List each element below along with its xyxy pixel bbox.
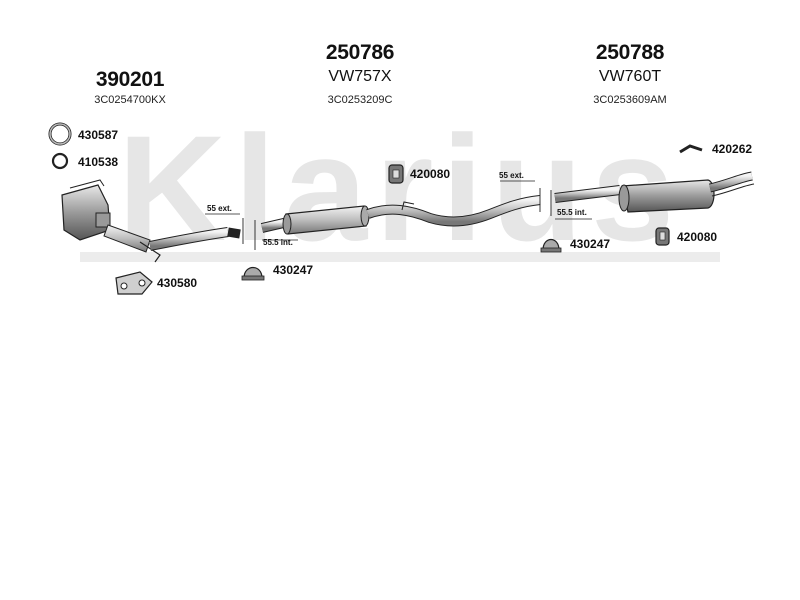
dim-int-front: 55.5 int. (263, 238, 293, 247)
mount-420080-front-icon (388, 164, 404, 184)
clamp-430587-icon (48, 122, 72, 146)
group-390201-oe: 3C0254700KX (94, 94, 166, 106)
group-code: 250788 (595, 41, 665, 64)
part-label-430580: 430580 (157, 276, 198, 290)
part-label-420080-front: 420080 (410, 167, 451, 181)
part-label-410538: 410538 (78, 155, 119, 169)
watermark-text: Klarius (118, 104, 683, 272)
mount-420080-rear-icon (655, 227, 670, 246)
part-label-420080-rear: 420080 (677, 230, 718, 244)
group-250788-model: VW760T (599, 68, 661, 86)
clamp-430247-rear-icon (540, 238, 562, 253)
part-label-420262: 420262 (712, 142, 753, 156)
part-label-430247-front: 430247 (273, 263, 314, 277)
group-250788-oe: 3C0253609AM (593, 94, 666, 106)
part-label-430247-rear: 430247 (570, 237, 611, 251)
group-250786-model: VW757X (328, 68, 391, 86)
rear-joint (500, 180, 592, 220)
front-joint (205, 213, 298, 250)
dim-ext-front: 55 ext. (207, 204, 232, 213)
group-oe-number: 3C0253609AM (593, 94, 667, 106)
dim-ext-rear: 55 ext. (499, 171, 524, 180)
clamp-430247-front-icon (241, 266, 265, 281)
bracket-420262-icon (679, 144, 703, 154)
group-model: VW757X (328, 68, 392, 85)
group-model: VW760T (598, 68, 662, 85)
ring-410538-icon (51, 152, 69, 170)
gasket-430580-icon (115, 271, 153, 295)
group-250786: 250786 (325, 41, 395, 65)
group-390201: 390201 (95, 68, 165, 92)
group-code: 250786 (325, 41, 395, 64)
catalyst-dpf (61, 179, 241, 263)
rear-silencer (554, 171, 755, 213)
group-oe-number: 3C0253209C (327, 94, 393, 106)
part-label-430587: 430587 (78, 128, 119, 142)
middle-silencer (260, 195, 541, 235)
group-250788: 250788 (595, 41, 665, 65)
group-code: 390201 (95, 68, 165, 91)
group-250786-oe: 3C0253209C (328, 94, 393, 106)
watermark-underline (80, 252, 720, 262)
group-oe-number: 3C0254700KX (94, 94, 166, 106)
dim-int-rear: 55.5 int. (557, 208, 587, 217)
